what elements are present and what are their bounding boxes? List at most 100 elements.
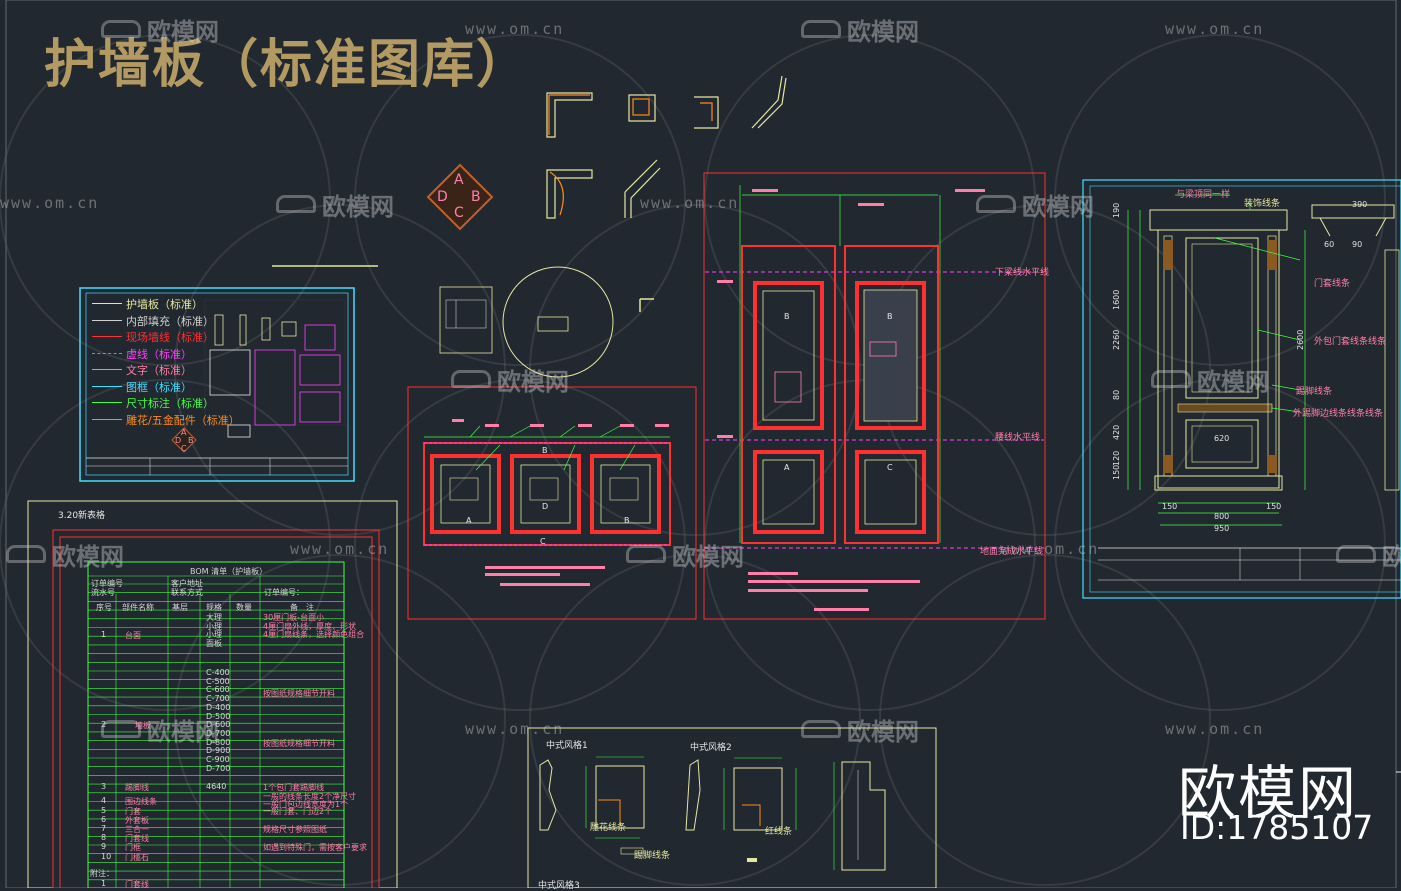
bom-header-label: 订单编号 bbox=[91, 579, 123, 588]
bom-row-spec: 小理 bbox=[206, 630, 222, 640]
bom-row-name: 围边线条 bbox=[125, 797, 157, 806]
panel-label: B bbox=[887, 312, 893, 321]
page-title: 护墙板（标准图库） bbox=[44, 35, 531, 95]
bom-row-spec: D-600 bbox=[206, 720, 231, 730]
bom-row-spec: D-800 bbox=[206, 737, 231, 747]
legend-item: 文字（标准） bbox=[126, 364, 192, 377]
legend-swatch bbox=[92, 418, 122, 420]
legend-item: 虚线（标准） bbox=[126, 347, 192, 361]
bom-row-spec: D-500 bbox=[206, 711, 231, 721]
bom-row-spec: C-500 bbox=[206, 676, 230, 686]
door-note: 踢脚线条 bbox=[1296, 387, 1333, 397]
watermark-brand: 欧模网 bbox=[52, 543, 124, 571]
bom-column-header: 基层 bbox=[172, 603, 188, 612]
mini-compass-a: A bbox=[181, 428, 187, 437]
compass-b: B bbox=[471, 189, 481, 205]
watermark-url: www.om.cn bbox=[465, 720, 565, 738]
sofa-logo-icon bbox=[801, 720, 841, 738]
bom-header-label: 流水号 bbox=[91, 588, 115, 597]
bom-header-label: 订单编号： bbox=[264, 588, 304, 597]
bom-row-number: 6 bbox=[101, 815, 107, 824]
legend-item: 护墙板（标准） bbox=[126, 298, 203, 311]
watermark-url: www.om.cn bbox=[640, 194, 740, 212]
sofa-logo-icon bbox=[1151, 370, 1191, 388]
sofa-logo-icon bbox=[276, 195, 316, 213]
bom-row-number: 3 bbox=[101, 782, 107, 791]
elevation-note-1: 下梁线水平线 bbox=[995, 268, 1050, 278]
bom-row-spec: C-700 bbox=[206, 694, 230, 704]
sheet-elevation bbox=[703, 172, 1046, 620]
compass-diagram bbox=[426, 163, 494, 231]
legend-item: 雕花/五金配件（标准） bbox=[126, 413, 240, 427]
bom-row-name: 三合一 bbox=[125, 825, 149, 834]
bom-column-header: 规格 bbox=[206, 603, 222, 612]
compass-a: A bbox=[454, 172, 464, 188]
watermark-brand: 欧模网 bbox=[1382, 543, 1401, 571]
bom-row-number: 10 bbox=[101, 852, 112, 861]
bom-row-spec: D-400 bbox=[206, 702, 231, 712]
watermark-brand: 欧模网 bbox=[147, 18, 219, 46]
bom-row-spec: 4640 bbox=[206, 782, 227, 791]
legend-item: 图框（标准） bbox=[126, 380, 192, 394]
panel-label: B bbox=[542, 446, 548, 455]
door-dimension: 420 bbox=[1112, 424, 1121, 440]
legend-item: 尺寸标注（标准） bbox=[126, 397, 214, 410]
sheet-bom bbox=[27, 500, 398, 888]
bom-footer-number: 1 bbox=[101, 879, 107, 888]
watermark-brand: 欧模网 bbox=[1197, 368, 1269, 396]
door-dimension: 2600 bbox=[1296, 329, 1305, 350]
sofa-logo-icon bbox=[1336, 545, 1376, 563]
bom-row-name: 墙板 bbox=[135, 721, 151, 730]
bom-footer-note: 附注： bbox=[90, 869, 114, 878]
sofa-logo-icon bbox=[801, 20, 841, 38]
door-dimension: 60 bbox=[1324, 240, 1335, 249]
door-dimension: 80 bbox=[1112, 389, 1121, 400]
legend-swatch bbox=[92, 385, 122, 387]
bom-row-name: 门槛石 bbox=[125, 853, 149, 862]
bom-column-header: 部件名称 bbox=[122, 603, 154, 612]
mini-compass-b: B bbox=[188, 436, 194, 445]
legend-swatch bbox=[92, 336, 122, 337]
door-note: 门套线条 bbox=[1314, 279, 1351, 289]
detail-title: 中式风格2 bbox=[690, 743, 732, 753]
watermark-brand: 欧模网 bbox=[147, 718, 219, 746]
bom-row-spec: 大理 bbox=[206, 613, 222, 622]
bom-row-spec: 面板 bbox=[206, 639, 222, 649]
panel-label: A bbox=[784, 463, 790, 472]
bom-row-number: 1 bbox=[101, 630, 107, 639]
bom-row-number: 7 bbox=[101, 824, 107, 833]
bom-row-note: 按图纸规格细节开料 bbox=[263, 739, 335, 748]
watermark-url: www.om.cn bbox=[1165, 20, 1265, 38]
bom-table-title: BOM 清单（护墙板） bbox=[190, 567, 268, 576]
bom-header-label: 联系方式 bbox=[171, 588, 203, 597]
detail-title: 中式风格1 bbox=[546, 741, 588, 751]
sheet-details bbox=[527, 727, 937, 888]
sheet-wall-panel-adb bbox=[407, 386, 697, 620]
bom-sheet-title: 3.20新表格 bbox=[58, 511, 106, 521]
bom-row-spec: C-600 bbox=[206, 685, 230, 695]
door-note: 外踢脚边线条线条线条 bbox=[1293, 409, 1384, 419]
watermark-url: www.om.cn bbox=[290, 540, 390, 558]
panel-label: D bbox=[542, 502, 549, 511]
door-dimension: 120 bbox=[1112, 450, 1121, 466]
door-dimension: 190 bbox=[1112, 202, 1121, 218]
panel-label: A bbox=[466, 516, 472, 525]
detail-note: 踢脚线条 bbox=[634, 851, 671, 861]
bom-row-note: 30厘门板-台面小 bbox=[263, 613, 325, 622]
bom-row-number: 9 bbox=[101, 842, 107, 851]
panel-label: C bbox=[540, 537, 546, 546]
bom-row-name: 台面 bbox=[125, 631, 141, 640]
bom-row-note: 如遇到特殊门，需按客户要求 bbox=[263, 843, 367, 852]
watermark-url: www.om.cn bbox=[0, 194, 100, 212]
door-dimension: 390 bbox=[1352, 200, 1368, 209]
legend-swatch bbox=[92, 369, 122, 370]
bom-row-spec: C-900 bbox=[206, 755, 230, 764]
watermark-brand: 欧模网 bbox=[847, 718, 919, 746]
elevation-note-3: 地面完成水平线 bbox=[980, 547, 1044, 557]
panel-label: C bbox=[887, 463, 893, 472]
bom-row-name: 踢脚线 bbox=[125, 783, 149, 792]
bom-column-header: 备 注 bbox=[290, 603, 314, 612]
bom-row-name: 门套线 bbox=[125, 834, 149, 843]
elevation-note-2: 腰线水平线 bbox=[995, 433, 1041, 443]
legend-swatch bbox=[92, 402, 122, 403]
